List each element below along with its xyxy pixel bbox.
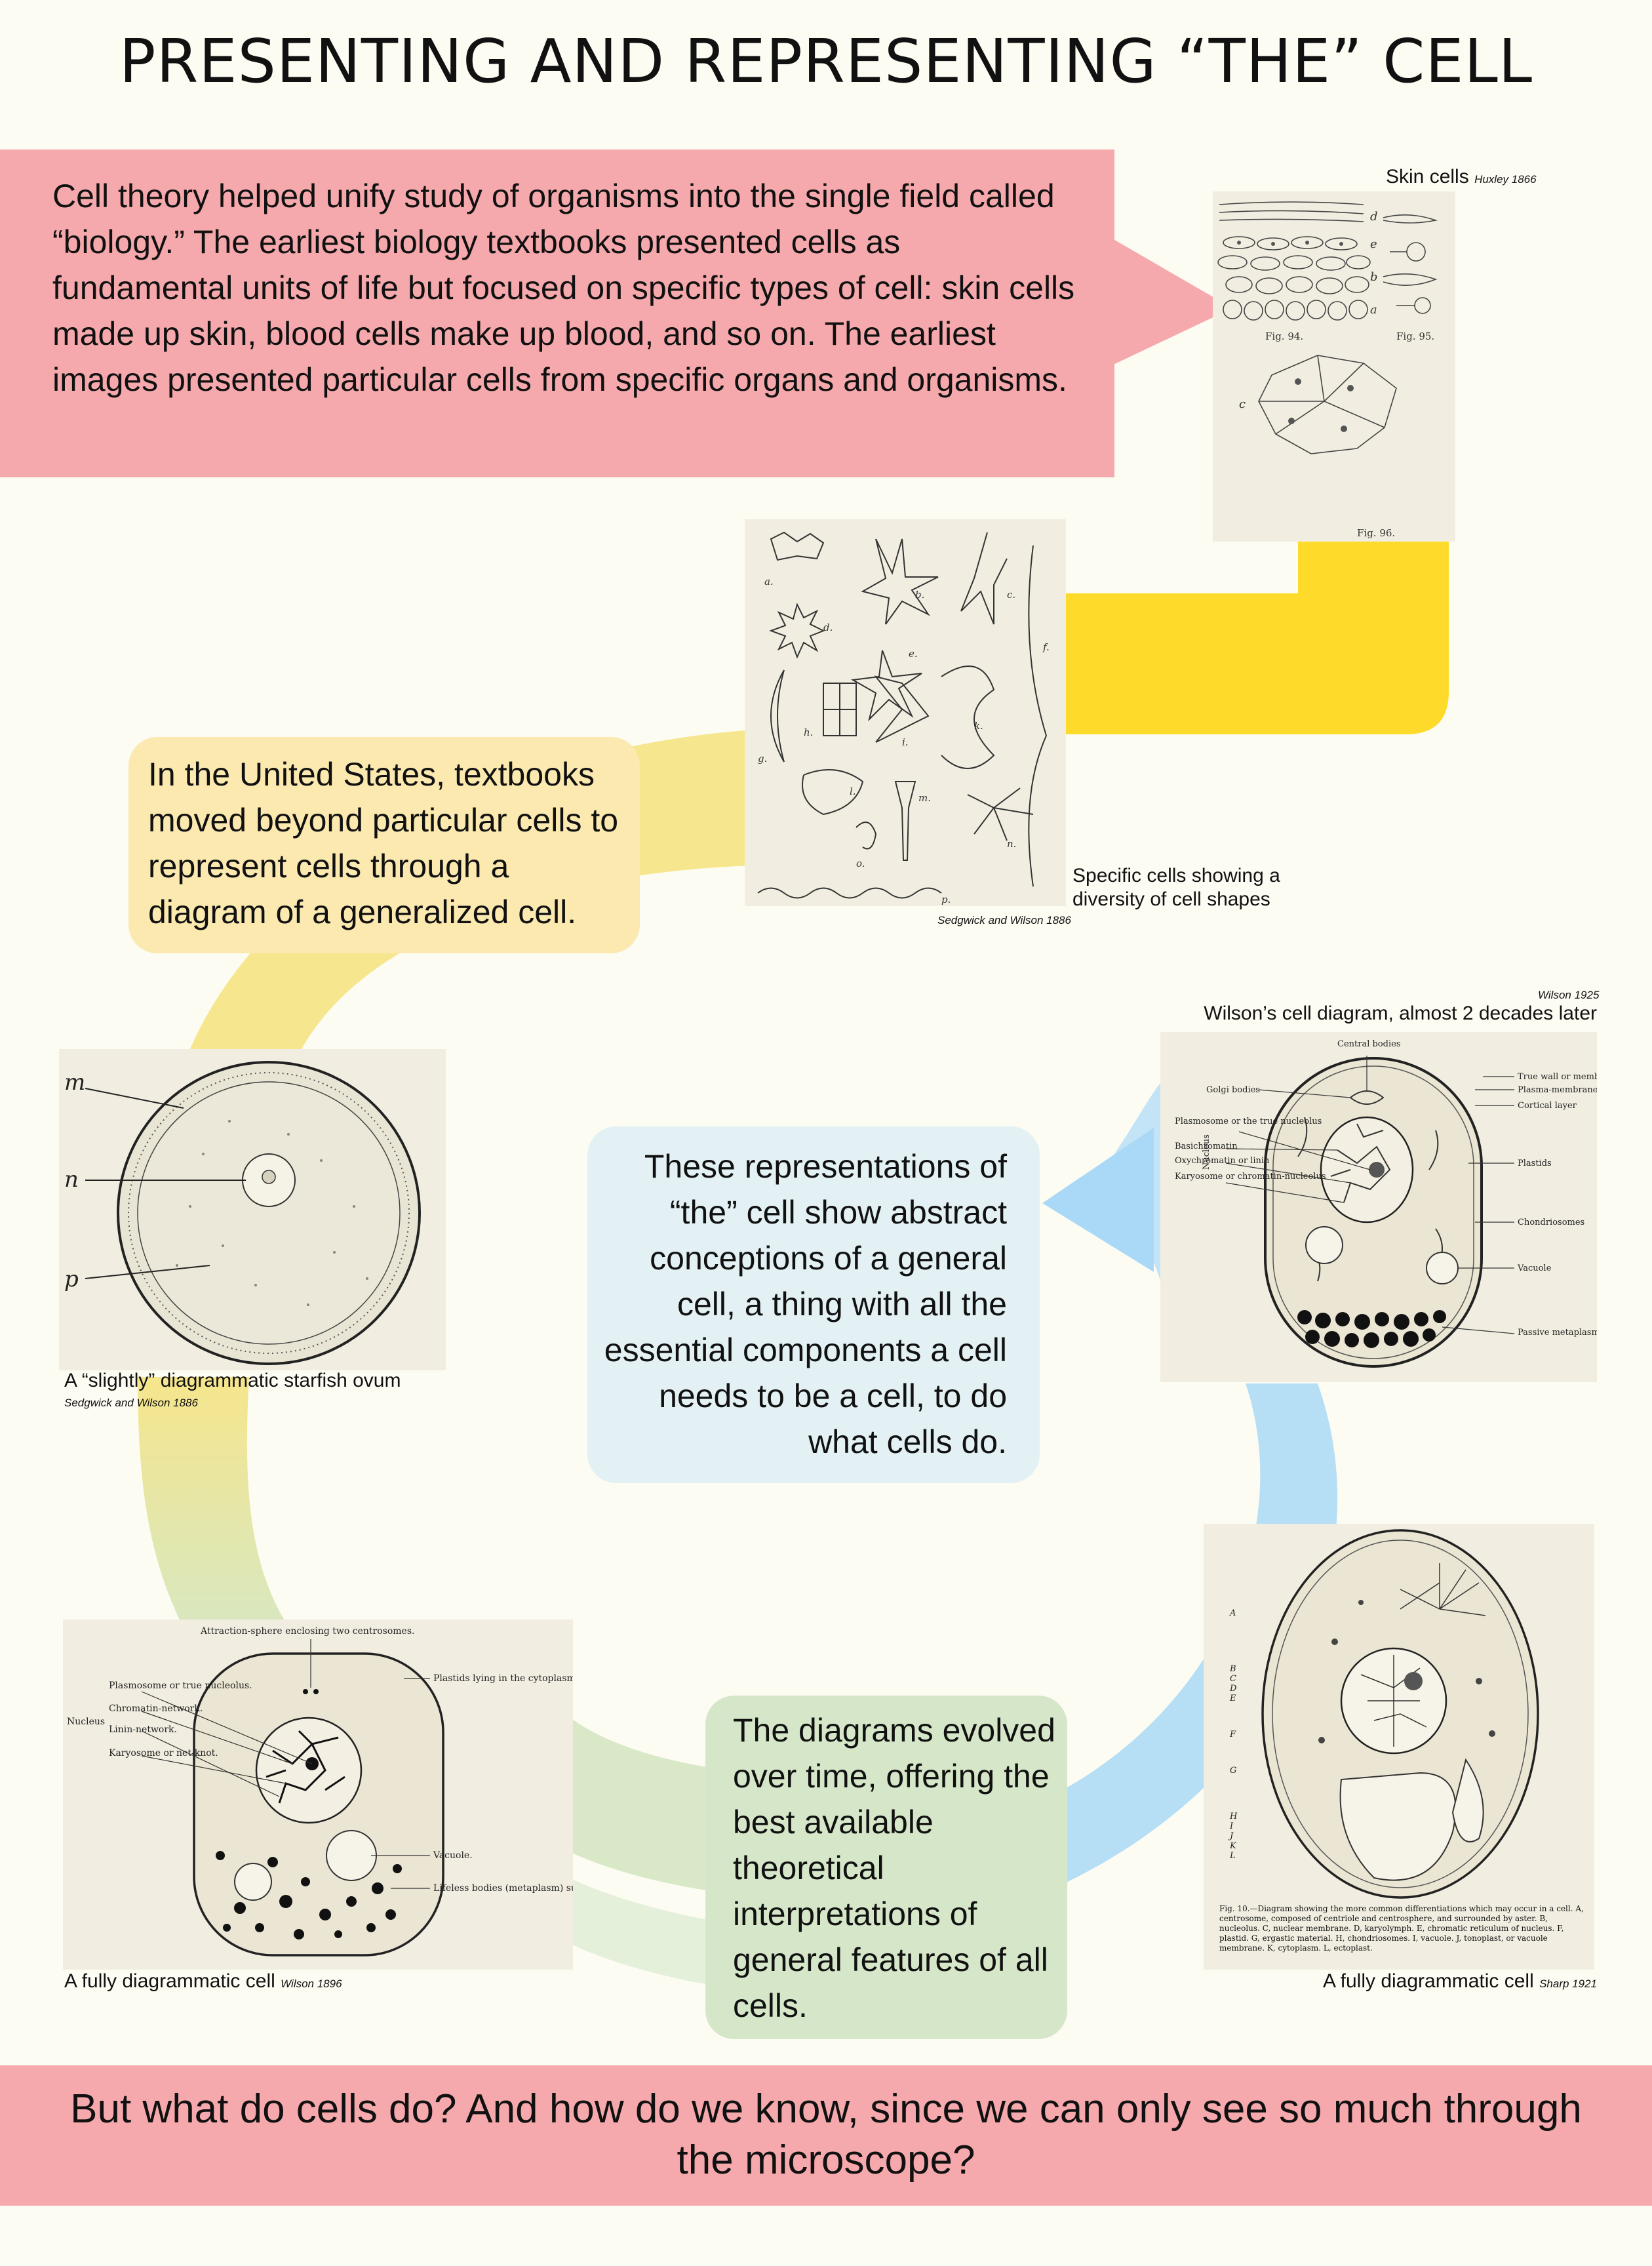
svg-text:f.: f. bbox=[1042, 641, 1050, 653]
svg-text:Karyosome or net-knot.: Karyosome or net-knot. bbox=[109, 1748, 218, 1759]
svg-text:Passive metaplasmic or parapla: Passive metaplasmic or paraplastic bodie… bbox=[1518, 1328, 1597, 1338]
blue-pointer-band bbox=[1114, 1075, 1167, 1298]
svg-text:Attraction-sphere enclosing tw: Attraction-sphere enclosing two centroso… bbox=[200, 1626, 414, 1637]
wilson1925-figure: Central bodies Golgi bodies Plasmosome o… bbox=[1160, 1032, 1597, 1382]
svg-text:G: G bbox=[1230, 1766, 1236, 1776]
skin-label-c: c bbox=[1239, 397, 1246, 411]
footer-question: But what do cells do? And how do we know… bbox=[70, 2086, 1582, 2183]
svg-text:Plasmosome or true nucleolus.: Plasmosome or true nucleolus. bbox=[109, 1680, 252, 1691]
wilson1925-citation: Wilson 1925 bbox=[1538, 989, 1600, 1001]
us-textbooks-box bbox=[128, 737, 640, 953]
sharp1921-fig-caption: Fig. 10.—Diagram showing the more common… bbox=[1219, 1904, 1584, 1953]
skin-label-d: d bbox=[1370, 210, 1378, 224]
svg-text:J: J bbox=[1228, 1831, 1234, 1841]
skin-cells-figure: d e b a c Fig. 94. Fig. 95. Fig. 96. bbox=[1213, 191, 1455, 542]
svg-text:m.: m. bbox=[918, 792, 931, 804]
svg-text:k.: k. bbox=[974, 720, 983, 732]
svg-text:e.: e. bbox=[909, 648, 918, 660]
svg-text:c.: c. bbox=[1007, 589, 1015, 601]
svg-text:Chromatin-network.: Chromatin-network. bbox=[109, 1703, 203, 1714]
sharp1921-figure: A B C D E F G H I J K L bbox=[1204, 1524, 1594, 1970]
skin-fig94: Fig. 94. bbox=[1265, 330, 1303, 342]
svg-text:g.: g. bbox=[758, 753, 767, 765]
wilson1925-caption: Wilson’s cell diagram, almost 2 decades … bbox=[1204, 1003, 1597, 1024]
svg-text:Linin-network.: Linin-network. bbox=[109, 1724, 177, 1735]
pink-pointer bbox=[1108, 236, 1232, 367]
svg-text:Plastids: Plastids bbox=[1518, 1159, 1552, 1168]
wilson1896-caption: A fully diagrammatic cell Wilson 1896 bbox=[64, 1970, 342, 1992]
starfish-ovum-citation: Sedgwick and Wilson 1886 bbox=[64, 1397, 198, 1409]
evolution-text: The diagrams evolved over time, offering… bbox=[733, 1712, 1055, 2024]
svg-text:i.: i. bbox=[902, 736, 909, 748]
representations-box bbox=[587, 1126, 1040, 1483]
svg-text:A: A bbox=[1229, 1608, 1236, 1618]
starfish-ovum-figure: m n p bbox=[59, 1049, 446, 1370]
svg-text:E: E bbox=[1229, 1694, 1236, 1703]
yellow-connector bbox=[1062, 538, 1449, 734]
green-arc-left bbox=[138, 1377, 308, 1652]
svg-text:F: F bbox=[1229, 1730, 1236, 1739]
evolution-box bbox=[705, 1696, 1067, 2039]
skin-fig96: Fig. 96. bbox=[1357, 527, 1395, 539]
svg-text:Vacuole: Vacuole bbox=[1517, 1263, 1552, 1273]
svg-text:d.: d. bbox=[823, 622, 833, 633]
svg-text:H: H bbox=[1229, 1812, 1238, 1821]
svg-text:K: K bbox=[1229, 1841, 1237, 1851]
svg-text:a.: a. bbox=[764, 576, 774, 587]
page-title: PRESENTING AND REPRESENTING “THE” CELL bbox=[119, 26, 1533, 96]
intro-box bbox=[0, 149, 1114, 477]
cell-shapes-citation: Sedgwick and Wilson 1886 bbox=[937, 914, 1071, 926]
svg-text:Cortical layer: Cortical layer bbox=[1518, 1101, 1577, 1111]
svg-text:o.: o. bbox=[856, 858, 865, 869]
svg-text:b.: b. bbox=[915, 589, 924, 601]
svg-text:p.: p. bbox=[941, 894, 951, 905]
svg-text:l.: l. bbox=[850, 785, 856, 797]
ovum-label-n: n bbox=[64, 1166, 79, 1193]
skin-caption: Skin cells Huxley 1866 bbox=[1386, 166, 1537, 188]
svg-text:Plasma-membrane: Plasma-membrane bbox=[1518, 1085, 1597, 1095]
intro-text: Cell theory helped unify study of organi… bbox=[52, 178, 1075, 398]
blue-arc-right bbox=[1023, 1383, 1338, 1901]
wilson1896-figure: Attraction-sphere enclosing two centroso… bbox=[63, 1620, 573, 1970]
footer-box bbox=[0, 2065, 1652, 2206]
skin-fig95: Fig. 95. bbox=[1396, 330, 1434, 342]
svg-text:Nucleus: Nucleus bbox=[1202, 1134, 1211, 1170]
svg-text:B: B bbox=[1229, 1664, 1236, 1674]
sharp1921-caption: A fully diagrammatic cell Sharp 1921 bbox=[1322, 1970, 1597, 1992]
skin-label-e: e bbox=[1370, 237, 1377, 251]
svg-text:D: D bbox=[1229, 1684, 1237, 1694]
cell-shapes-figure: a. b. c. d. e. f. g. h. i. k. l. m. n. o… bbox=[745, 519, 1066, 906]
ovum-label-m: m bbox=[64, 1069, 85, 1096]
svg-text:Plasmosome or the true nucleol: Plasmosome or the true nucleolus bbox=[1175, 1117, 1322, 1126]
svg-text:Vacuole.: Vacuole. bbox=[433, 1850, 473, 1861]
svg-text:Lifeless bodies (metaplasm) su: Lifeless bodies (metaplasm) suspended in… bbox=[433, 1883, 573, 1894]
svg-text:Oxychromatin or linin: Oxychromatin or linin bbox=[1175, 1156, 1270, 1166]
svg-text:Karyosome or chromatin-nucleol: Karyosome or chromatin-nucleolus bbox=[1175, 1172, 1326, 1182]
svg-text:True wall or membrane: True wall or membrane bbox=[1518, 1072, 1597, 1082]
ovum-label-p: p bbox=[64, 1266, 79, 1292]
skin-label-a: a bbox=[1370, 303, 1377, 317]
svg-text:Chondriosomes: Chondriosomes bbox=[1518, 1218, 1584, 1227]
svg-text:h.: h. bbox=[804, 726, 813, 738]
svg-text:L: L bbox=[1229, 1851, 1236, 1861]
cell-shapes-caption: Specific cells showing a diversity of ce… bbox=[1072, 865, 1280, 910]
svg-text:Central bodies: Central bodies bbox=[1337, 1039, 1400, 1049]
svg-text:n.: n. bbox=[1007, 838, 1016, 850]
starfish-ovum-caption: A “slightly” diagrammatic starfish ovum bbox=[64, 1370, 401, 1391]
us-textbooks-text: In the United States, textbooks moved be… bbox=[148, 756, 619, 930]
svg-text:Nucleus: Nucleus bbox=[67, 1717, 105, 1727]
svg-text:I: I bbox=[1229, 1821, 1234, 1831]
svg-text:Golgi bodies: Golgi bodies bbox=[1206, 1085, 1260, 1095]
svg-text:Plastids lying in the cytoplas: Plastids lying in the cytoplasm. bbox=[433, 1673, 573, 1684]
svg-text:C: C bbox=[1230, 1674, 1236, 1684]
skin-label-b: b bbox=[1370, 270, 1378, 284]
representations-text: These representations of “the” cell show… bbox=[604, 1148, 1007, 1460]
svg-text:Basichromatin: Basichromatin bbox=[1175, 1142, 1238, 1151]
